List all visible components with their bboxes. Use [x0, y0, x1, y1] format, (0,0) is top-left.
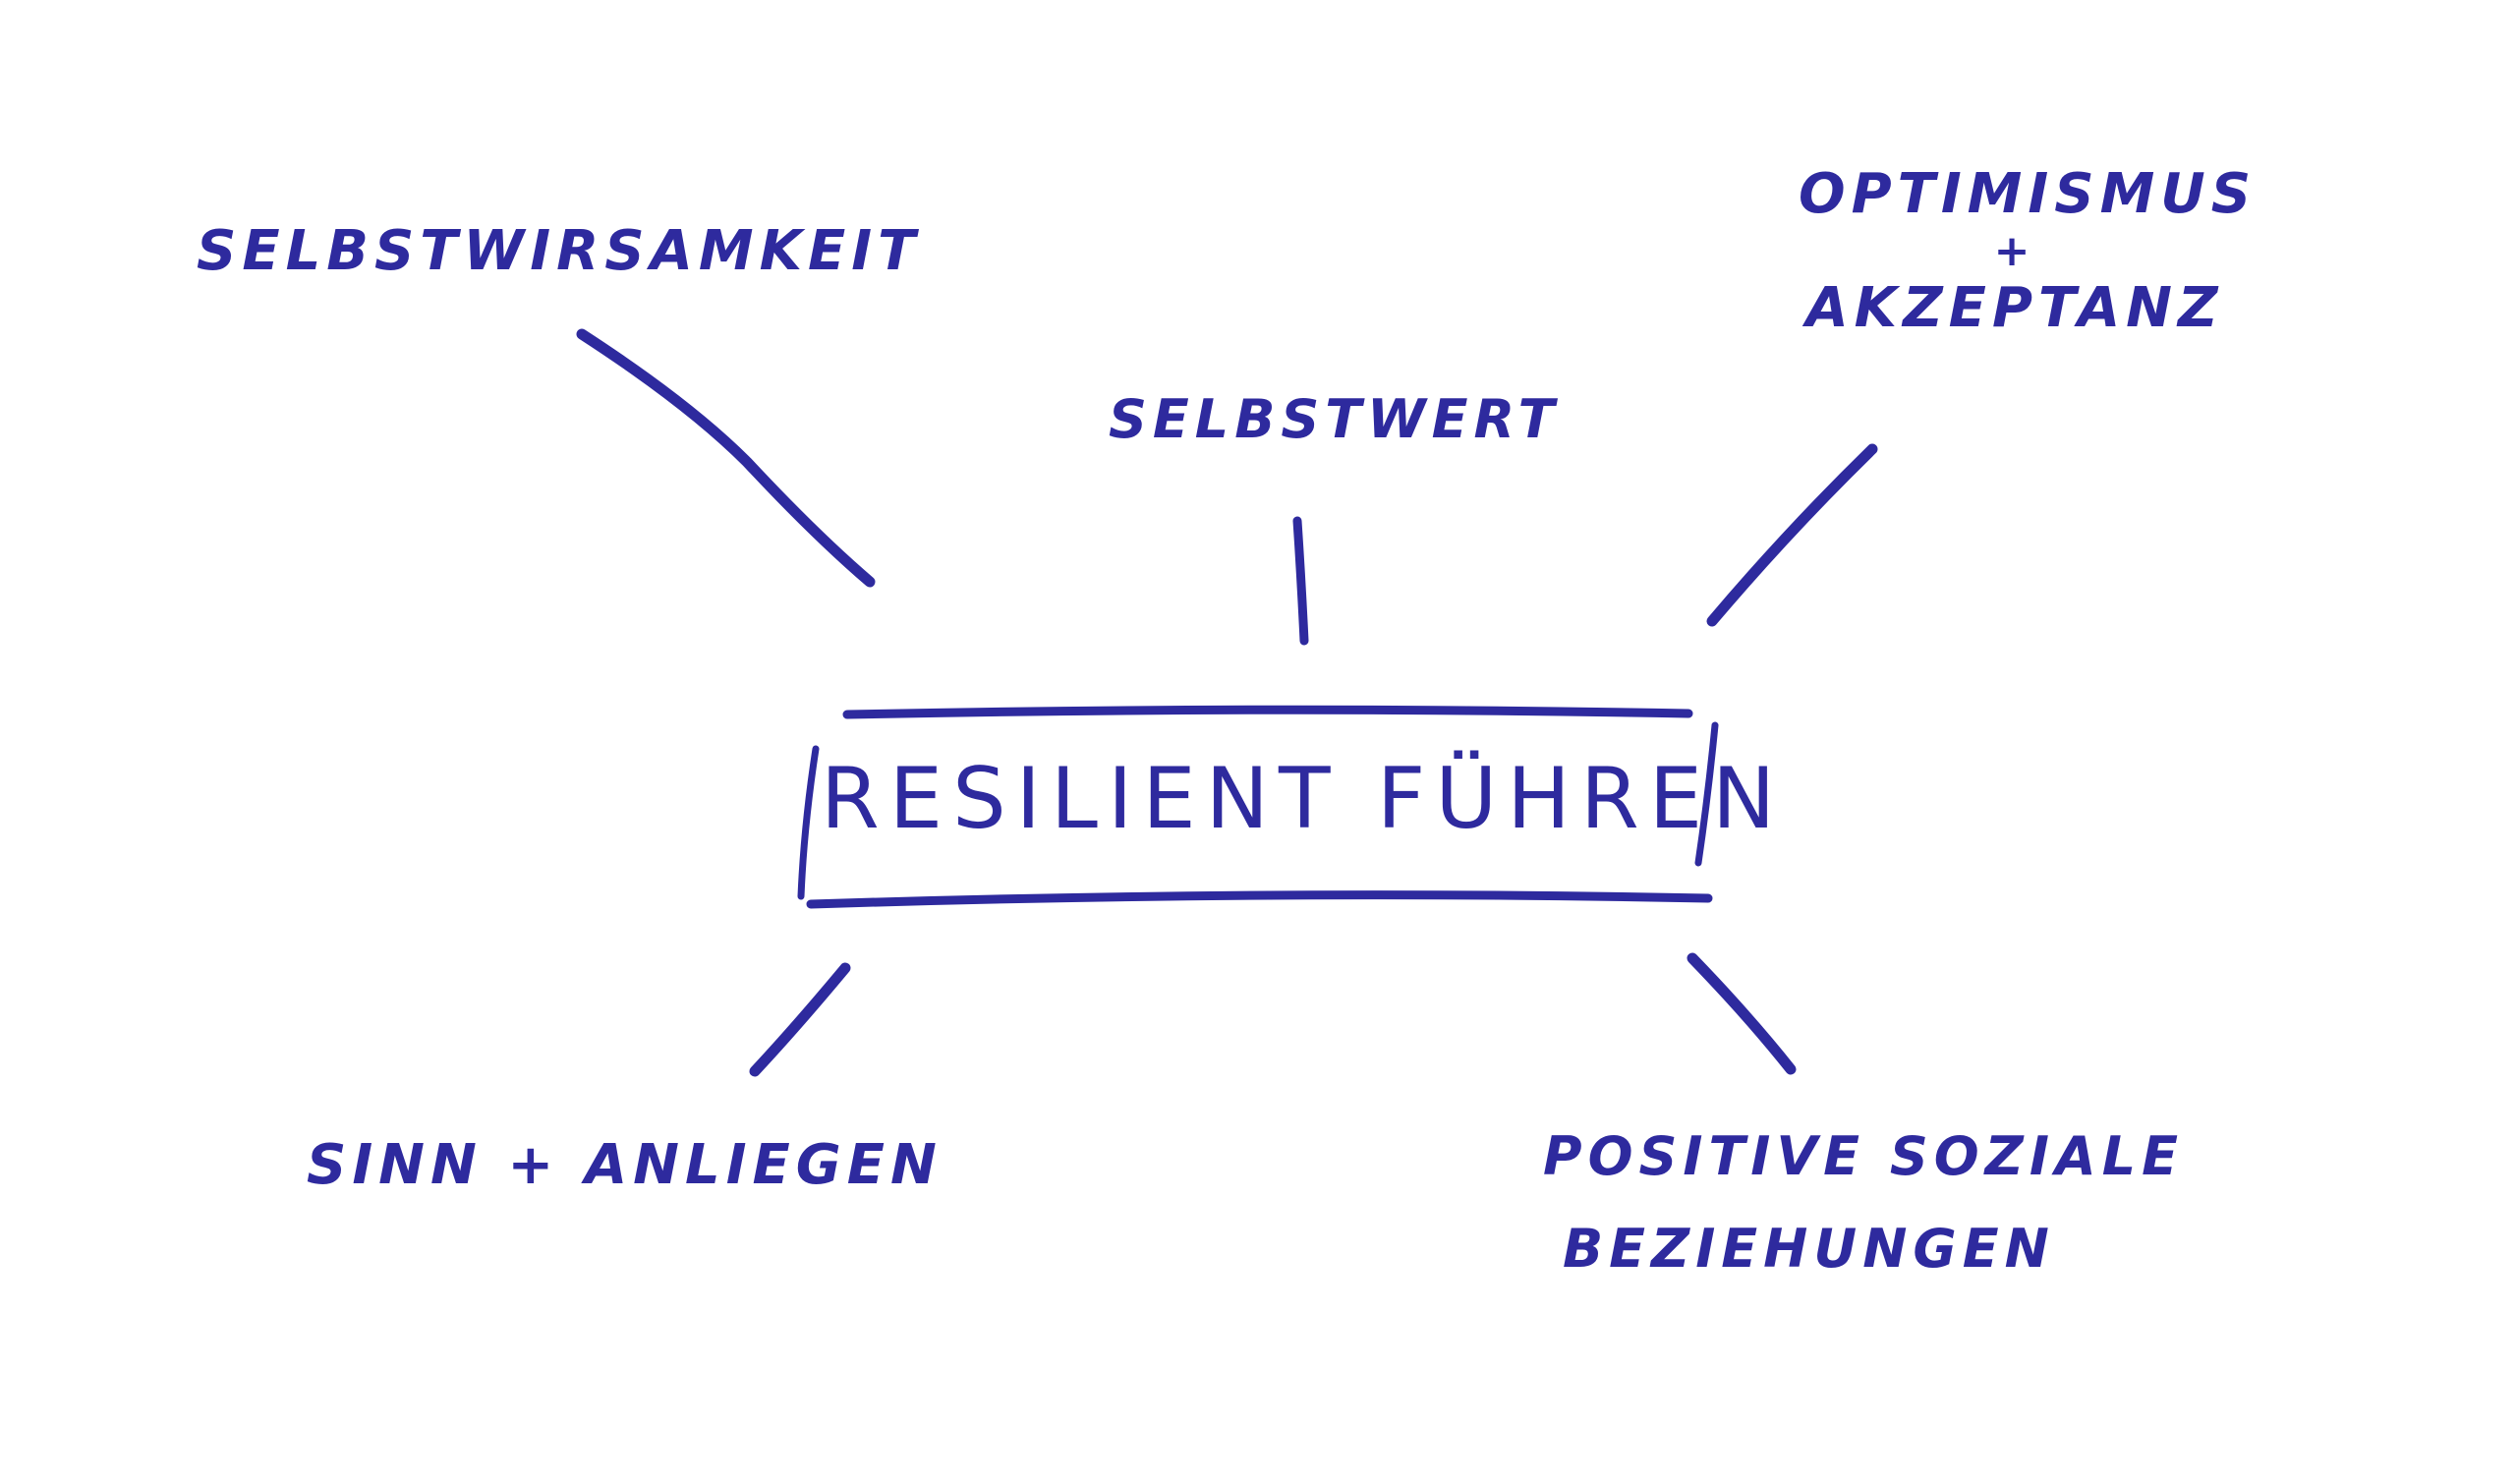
node-beziehungen: POSITIVE SOZIALE BEZIEHUNGEN: [1543, 1130, 2184, 1276]
node-beziehungen-line2: BEZIEHUNGEN: [1563, 1218, 2055, 1280]
node-optimismus-line3: AKZEPTANZ: [1805, 276, 2224, 340]
node-optimismus: OPTIMISMUS + AKZEPTANZ: [1799, 162, 2258, 340]
connector-selbstwirksamkeit: [576, 328, 876, 588]
node-selbstwirksamkeit-label: SELBSTWIRSAMKEIT: [197, 219, 922, 283]
center-box-bottom: [806, 890, 1713, 909]
node-selbstwert: SELBSTWERT: [1109, 393, 1561, 446]
center-label: RESILIENT FÜHREN: [821, 750, 1786, 848]
node-beziehungen-line1: POSITIVE SOZIALE: [1543, 1125, 2185, 1187]
node-optimismus-line2: +: [1993, 226, 2036, 276]
node-selbstwirksamkeit: SELBSTWIRSAMKEIT: [197, 224, 921, 279]
center-box-top: [842, 705, 1693, 719]
node-selbstwert-label: SELBSTWERT: [1109, 388, 1561, 450]
node-sinn: SINN + ANLIEGEN: [307, 1138, 943, 1193]
center-box-right: [1694, 721, 1719, 867]
center-box-left: [797, 745, 820, 900]
node-optimismus-line1: OPTIMISMUS: [1799, 162, 2258, 226]
connector-sinn: [749, 962, 851, 1077]
connector-beziehungen: [1687, 952, 1797, 1075]
connector-selbstwert: [1292, 516, 1309, 646]
node-sinn-label: SINN + ANLIEGEN: [307, 1133, 943, 1197]
connector-optimismus: [1706, 443, 1878, 627]
